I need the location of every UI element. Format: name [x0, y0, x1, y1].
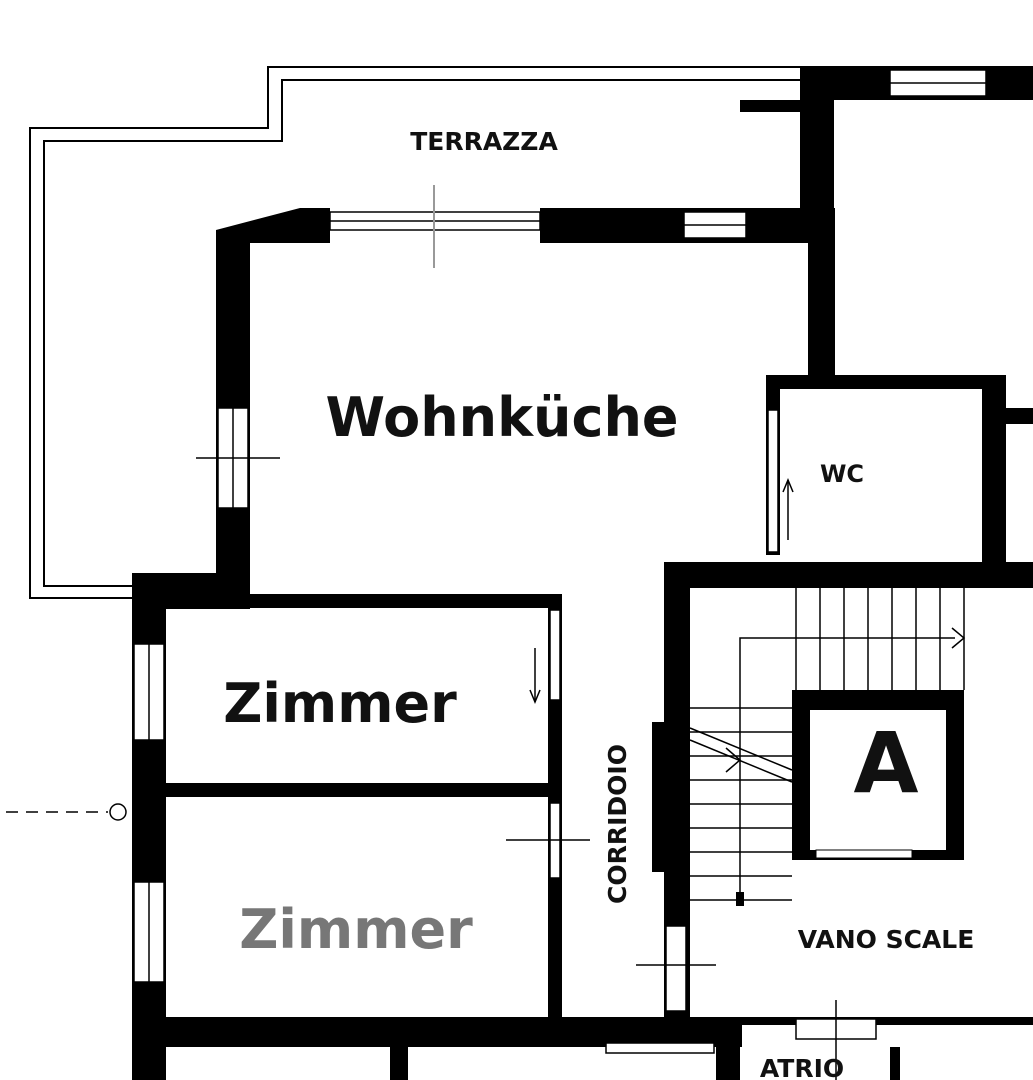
stair-start-marker: [736, 892, 744, 906]
elevator-label: A: [853, 714, 918, 812]
room-label-wohnkueche: Wohnküche: [325, 386, 678, 449]
staircase: [689, 588, 966, 901]
elevator-interior: [810, 710, 946, 850]
elevator-door: [815, 849, 913, 859]
room-label-terrazza: TERRAZZA: [410, 127, 558, 156]
axis-markers: [6, 457, 837, 1080]
terrace-outline: [29, 66, 800, 599]
room-label-vano-scale: VANO SCALE: [798, 925, 975, 954]
room-label-wc: WC: [820, 460, 864, 488]
room-label-zimmer-upper: Zimmer: [223, 672, 457, 735]
room-label-corridoio: CORRIDOIO: [603, 744, 632, 904]
room-label-zimmer-lower: Zimmer: [239, 898, 473, 961]
door-arrows: [529, 478, 794, 704]
room-label-atrio: ATRIO: [760, 1054, 844, 1080]
